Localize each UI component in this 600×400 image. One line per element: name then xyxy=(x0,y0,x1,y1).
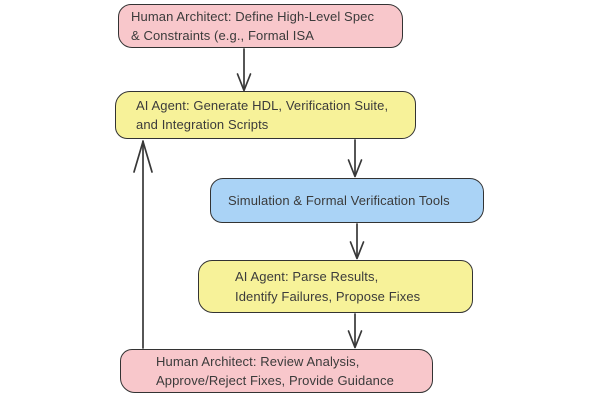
arrow-generate-to-simulate xyxy=(347,139,363,178)
node-ai-parse: AI Agent: Parse Results, Identify Failur… xyxy=(198,260,473,313)
node-label-line: Human Architect: Review Analysis, xyxy=(156,353,360,369)
node-label-line: AI Agent: Parse Results, xyxy=(235,269,379,284)
node-ai-generate: AI Agent: Generate HDL, Verification Sui… xyxy=(115,91,416,139)
node-human-spec: Human Architect: Define High-Level Spec … xyxy=(118,4,403,48)
node-label-line: Approve/Reject Fixes, Provide Guidance xyxy=(156,373,394,388)
node-label-line: Simulation & Formal Verification Tools xyxy=(228,192,450,208)
arrow-spec-to-generate xyxy=(236,48,252,92)
node-tools-simulate: Simulation & Formal Verification Tools xyxy=(210,178,484,223)
node-label-line: & Constraints (e.g., Formal ISA xyxy=(131,28,314,43)
node-label-line: AI Agent: Generate HDL, Verification Sui… xyxy=(136,97,389,113)
node-human-review: Human Architect: Review Analysis, Approv… xyxy=(120,349,433,393)
arrow-simulate-to-parse xyxy=(349,223,365,260)
node-label-line: and Integration Scripts xyxy=(136,117,269,132)
arrow-parse-to-review xyxy=(347,313,363,349)
node-label-line: Human Architect: Define High-Level Spec xyxy=(131,8,375,24)
node-label-line: Identify Failures, Propose Fixes xyxy=(235,288,421,304)
arrow-review-feedback-to-generate xyxy=(133,140,153,349)
